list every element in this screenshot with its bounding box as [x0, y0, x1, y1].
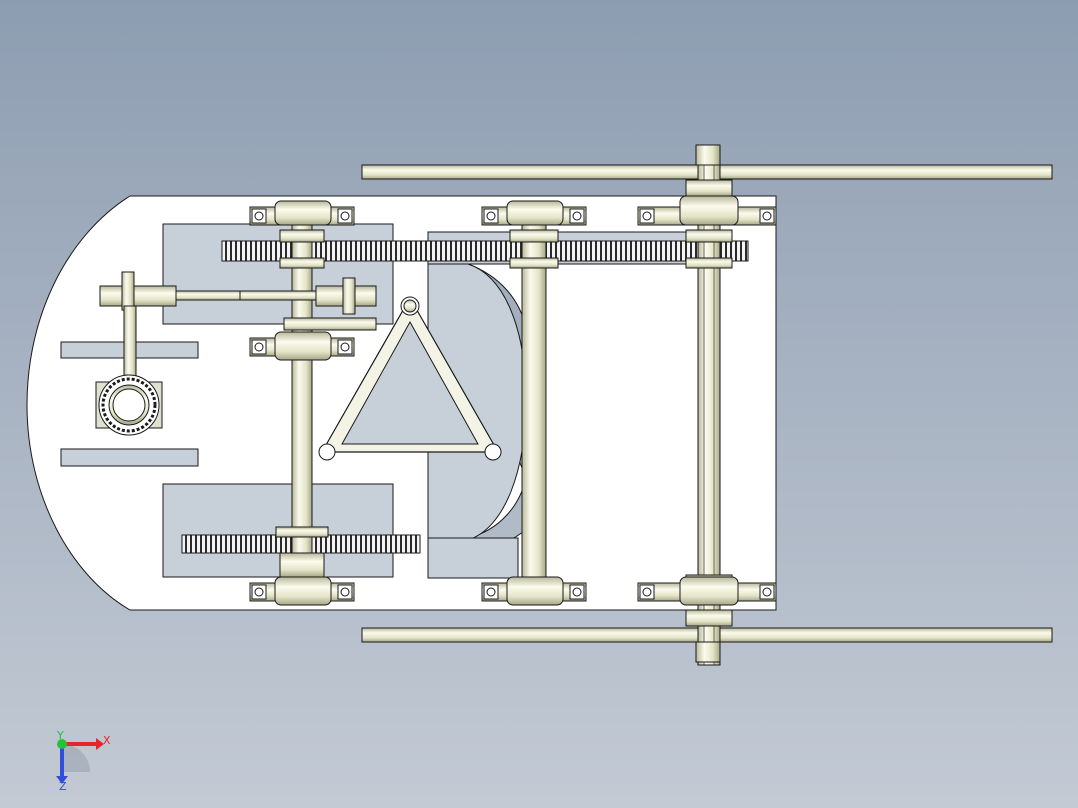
- bearing-block-top-right: [637, 195, 777, 226]
- shaft-cap: [695, 144, 721, 166]
- hub: [685, 229, 733, 243]
- x-axis-label: X: [103, 734, 111, 747]
- bearing-block-top-middle: [481, 200, 587, 226]
- bearing-block-bottom-right: [637, 576, 777, 606]
- crank-lever: [99, 271, 377, 379]
- hub: [279, 229, 325, 243]
- hub: [275, 526, 329, 538]
- hub: [509, 229, 559, 243]
- top-gear: [221, 240, 749, 262]
- hub: [279, 552, 325, 578]
- ball-bearing: [95, 374, 163, 436]
- triangle-link: [318, 296, 502, 461]
- bearing-block-mid-left: [249, 331, 355, 361]
- shaft-middle: [521, 224, 547, 601]
- shaft-left: [291, 224, 313, 601]
- slot-lower: [60, 448, 199, 467]
- y-axis-label: Y: [56, 729, 64, 742]
- lower-right-window: [427, 537, 519, 579]
- hub: [685, 257, 733, 269]
- hub: [685, 179, 733, 197]
- bearing-block-bottom-left: [249, 576, 355, 606]
- hub: [685, 609, 733, 627]
- hub: [279, 257, 325, 269]
- bearing-block-top-left: [249, 200, 355, 226]
- bearing-block-bottom-middle: [481, 576, 587, 606]
- hub: [509, 257, 559, 269]
- upper-left-window: [162, 223, 394, 325]
- shaft-cap: [695, 641, 721, 663]
- z-axis-label: Z: [59, 780, 67, 793]
- coordinate-triad: [56, 738, 104, 784]
